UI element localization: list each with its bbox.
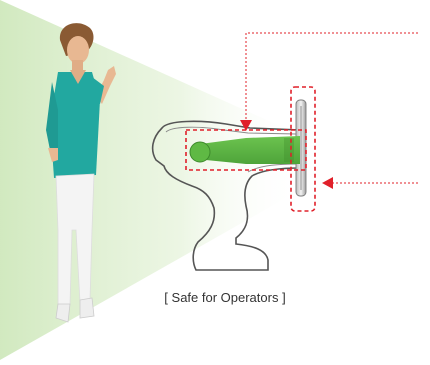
callout-arrow-top (240, 33, 418, 131)
caption-label: [ Safe for Operators ] (140, 290, 310, 305)
callout-arrow-right (322, 177, 418, 189)
protection-zone (0, 0, 300, 360)
